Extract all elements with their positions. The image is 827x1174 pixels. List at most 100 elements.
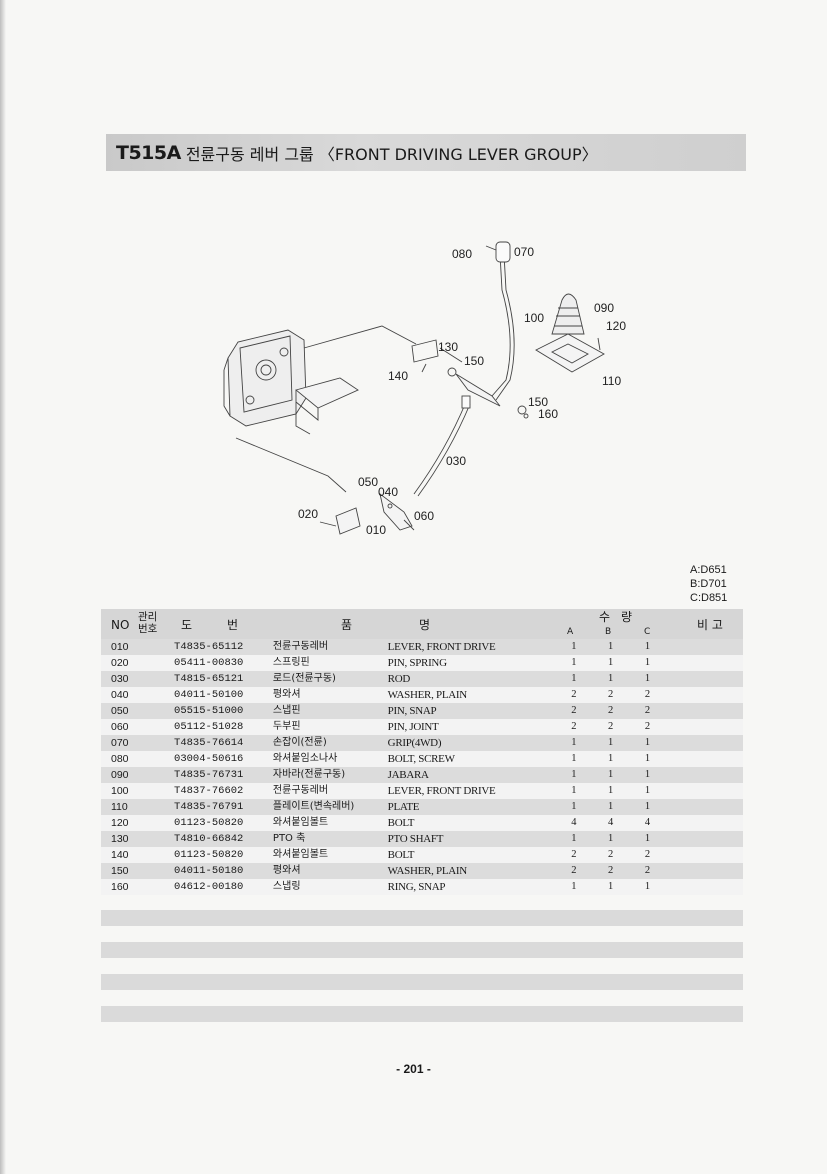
callout-150b: 150 [528,395,548,409]
cell-b: 2 [592,847,630,863]
cell-c: 1 [629,879,666,895]
cell-en: WASHER, PLAIN [387,863,556,879]
cell-a: 1 [555,767,593,783]
callout-030: 030 [446,454,466,468]
cell-b: 1 [592,671,630,687]
cell-c: 1 [629,751,666,767]
cell-b: 1 [592,783,630,799]
cell-kr: 전륜구동레버 [272,783,388,799]
cell-a: 1 [555,831,593,847]
cell-en: PTO SHAFT [387,831,556,847]
cell-no: 060 [101,719,155,735]
cell-c: 2 [629,719,666,735]
cell-no: 100 [101,783,155,799]
cell-en: RING, SNAP [387,879,556,895]
cell-en: LEVER, FRONT DRIVE [387,639,556,655]
cell-kr: PTO 축 [272,831,388,847]
cell-en: PIN, SNAP [387,703,556,719]
cell-b: 1 [592,751,630,767]
legend-a: A:D651 [690,564,727,576]
cell-en: WASHER, PLAIN [387,687,556,703]
header-drawing-1: 도 [181,618,193,632]
cell-no: 040 [101,687,155,703]
cell-c: 1 [629,767,666,783]
cell-en: LEVER, FRONT DRIVE [387,783,556,799]
empty-row [101,910,743,926]
cell-remarks [665,703,743,719]
cell-no: 030 [101,671,155,687]
cell-part: T4835-76791 [154,799,273,815]
callout-020: 020 [298,507,318,521]
cell-en: PIN, JOINT [387,719,556,735]
cell-a: 2 [555,863,593,879]
cell-b: 1 [592,767,630,783]
cell-no: 150 [101,863,155,879]
cell-c: 1 [629,783,666,799]
legend-c: C:D851 [690,592,728,604]
cell-c: 1 [629,735,666,751]
cell-c: 1 [629,655,666,671]
callout-160: 160 [538,407,558,421]
cell-b: 1 [592,799,630,815]
cell-no: 020 [101,655,155,671]
cell-a: 1 [555,799,593,815]
cell-remarks [665,831,743,847]
cell-c: 2 [629,703,666,719]
header-qty-a: A [567,627,574,637]
cell-kr: 평와셔 [272,863,388,879]
header-name-2: 명 [419,618,431,632]
cell-remarks [665,639,743,655]
cell-b: 2 [592,703,630,719]
empty-row [101,942,743,958]
callout-070: 070 [514,245,534,259]
cell-a: 1 [555,783,593,799]
cell-remarks [665,671,743,687]
cell-b: 2 [592,863,630,879]
cell-kr: 로드(전륜구동) [272,671,388,687]
cell-kr: 와셔붙임볼트 [272,815,388,831]
cell-en: PIN, SPRING [387,655,556,671]
cell-kr: 와셔붙임소나사 [272,751,388,767]
callout-040: 040 [378,485,398,499]
model-legend: A:D651 B:D701 C:D851 [690,563,727,605]
cell-b: 1 [592,735,630,751]
cell-c: 1 [629,799,666,815]
cell-a: 4 [555,815,593,831]
cell-no: 080 [101,751,155,767]
header-remarks: 비 고 [697,618,723,632]
cell-no: 160 [101,879,155,895]
callout-120: 120 [606,319,626,333]
cell-remarks [665,799,743,815]
cell-en: BOLT [387,815,556,831]
cell-part: 01123-50820 [154,815,273,831]
cell-a: 2 [555,687,593,703]
callout-150a: 150 [464,354,484,368]
cell-c: 2 [629,847,666,863]
callout-130: 130 [438,340,458,354]
cell-kr: 두부핀 [272,719,388,735]
cell-a: 2 [555,719,593,735]
cell-en: JABARA [387,767,556,783]
cell-part: 01123-50820 [154,847,273,863]
header-name-1: 품 [341,618,353,632]
cell-part: 04011-50180 [154,863,273,879]
cell-part: T4815-65121 [154,671,273,687]
header-qty-2: 량 [621,610,633,624]
cell-part: 05112-51028 [154,719,273,735]
cell-a: 1 [555,735,593,751]
cell-c: 1 [629,831,666,847]
cell-a: 1 [555,751,593,767]
